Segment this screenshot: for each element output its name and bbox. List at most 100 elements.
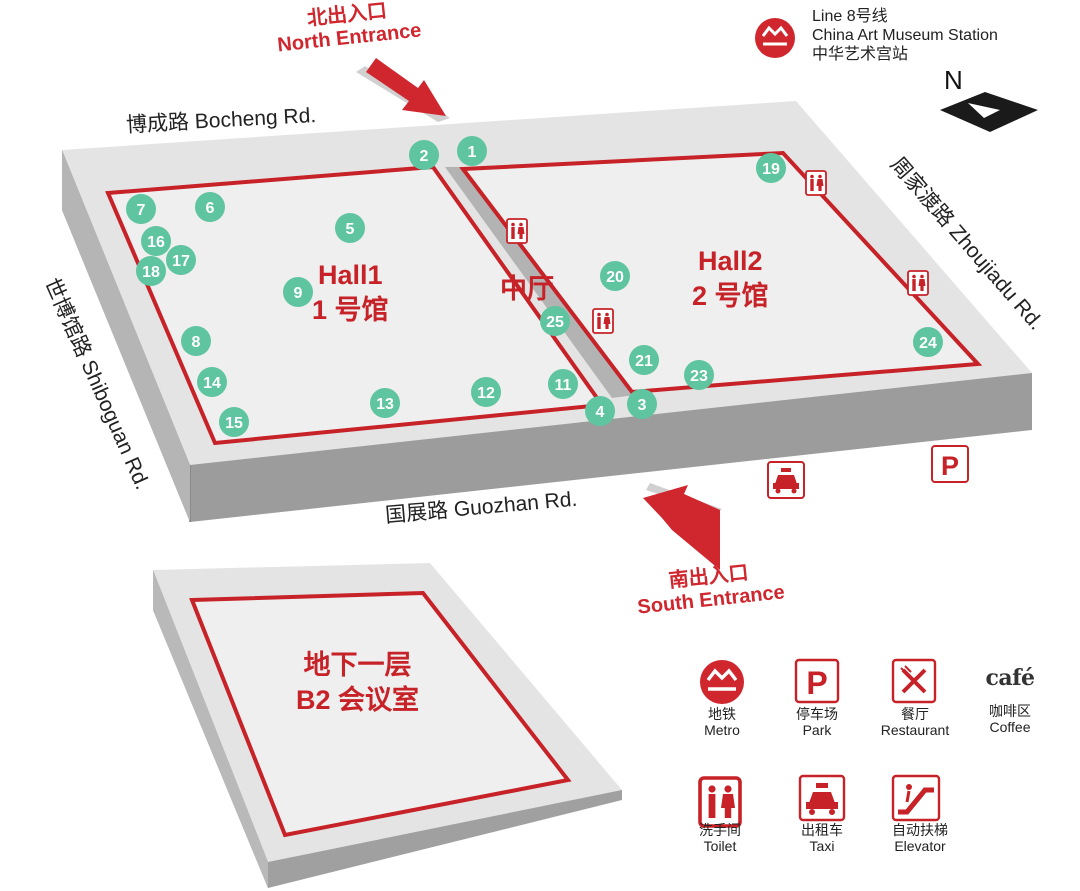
- location-marker-15[interactable]: 15: [219, 407, 249, 437]
- legend-coffee-en: Coffee: [989, 719, 1031, 736]
- marker-circle: [126, 194, 156, 224]
- location-marker-21[interactable]: 21: [629, 345, 659, 375]
- marker-circle: [219, 407, 249, 437]
- marker-number: 11: [555, 377, 572, 394]
- legend-elevator-cn: 自动扶梯: [892, 822, 948, 838]
- location-marker-25[interactable]: 25: [540, 306, 570, 336]
- location-marker-11[interactable]: 11: [548, 369, 578, 399]
- location-marker-7[interactable]: 7: [126, 194, 156, 224]
- location-marker-16[interactable]: 16: [141, 226, 171, 256]
- location-marker-8[interactable]: 8: [181, 326, 211, 356]
- toilet-icon: [805, 170, 827, 196]
- marker-circle: [141, 226, 171, 256]
- legend-elevator: 自动扶梯 Elevator: [865, 822, 975, 854]
- marker-circle: [684, 360, 714, 390]
- legend-toilet-cn: 洗手间: [699, 822, 741, 838]
- hall1-en: Hall1: [317, 260, 383, 290]
- location-marker-4[interactable]: 4: [585, 396, 615, 426]
- location-marker-14[interactable]: 14: [197, 367, 227, 397]
- legend-elevator-icon: [891, 774, 941, 822]
- legend-park-en: Park: [802, 722, 832, 739]
- marker-circle: [585, 396, 615, 426]
- legend-taxi-en: Taxi: [809, 838, 835, 855]
- legend-park-icon: P: [794, 658, 840, 704]
- marker-number: 19: [762, 161, 780, 178]
- legend-toilet-icon: [698, 776, 742, 828]
- basement-left-face: [153, 570, 268, 888]
- location-marker-12[interactable]: 12: [471, 377, 501, 407]
- legend-metro-en: Metro: [704, 722, 740, 739]
- location-marker-1[interactable]: 1: [457, 136, 487, 166]
- location-marker-5[interactable]: 5: [335, 213, 365, 243]
- station-info: Line 8号线 China Art Museum Station 中华艺术宫站: [812, 7, 998, 65]
- location-marker-3[interactable]: 3: [627, 389, 657, 419]
- basement-label: 地下一层 B2 会议室: [296, 648, 419, 718]
- legend-restaurant-icon: [891, 658, 937, 704]
- north-entrance-arrow: [356, 58, 450, 122]
- svg-text:P: P: [806, 665, 827, 701]
- location-marker-13[interactable]: 13: [370, 388, 400, 418]
- legend-taxi-icon: [798, 774, 846, 822]
- marker-number: 25: [546, 314, 564, 331]
- marker-number: 12: [477, 385, 495, 402]
- north-compass-icon: [940, 92, 1038, 132]
- divider-strip: [445, 167, 635, 398]
- marker-circle: [370, 388, 400, 418]
- marker-circle: [913, 327, 943, 357]
- location-marker-17[interactable]: 17: [166, 245, 196, 275]
- marker-circle: [409, 140, 439, 170]
- location-marker-18[interactable]: 18: [136, 256, 166, 286]
- metro-logo-icon: [755, 18, 795, 58]
- marker-number: 13: [376, 396, 394, 413]
- location-marker-20[interactable]: 20: [600, 261, 630, 291]
- marker-circle: [197, 367, 227, 397]
- marker-number: 16: [147, 234, 165, 251]
- toilet-icon: [506, 218, 528, 244]
- marker-number: 7: [137, 202, 146, 219]
- marker-circle: [181, 326, 211, 356]
- marker-number: 23: [690, 368, 708, 385]
- marker-circle: [548, 369, 578, 399]
- marker-number: 8: [192, 334, 201, 351]
- hall1-cn: 1 号馆: [312, 295, 389, 326]
- marker-circle: [540, 306, 570, 336]
- location-marker-23[interactable]: 23: [684, 360, 714, 390]
- marker-circle: [756, 153, 786, 183]
- location-marker-19[interactable]: 19: [756, 153, 786, 183]
- hall1-label: Hall1 1 号馆: [312, 258, 389, 328]
- marker-number: 3: [638, 397, 647, 414]
- taxi-icon: [767, 461, 805, 499]
- hall2-outline: [459, 150, 983, 395]
- marker-number: 14: [203, 375, 221, 392]
- marker-circle: [283, 277, 313, 307]
- marker-number: 21: [635, 353, 653, 370]
- location-marker-9[interactable]: 9: [283, 277, 313, 307]
- hall2-label: Hall2 2 号馆: [692, 244, 769, 314]
- marker-number: 5: [346, 221, 355, 238]
- marker-number: 4: [596, 404, 605, 421]
- marker-circle: [600, 261, 630, 291]
- svg-text:P: P: [941, 451, 959, 481]
- hall2-cn: 2 号馆: [692, 281, 769, 312]
- location-marker-2[interactable]: 2: [409, 140, 439, 170]
- marker-number: 2: [420, 148, 429, 165]
- compass-north-label: N: [944, 65, 963, 95]
- hall2-en: Hall2: [697, 246, 763, 276]
- marker-circle: [627, 389, 657, 419]
- location-marker-6[interactable]: 6: [195, 192, 225, 222]
- legend-taxi: 出租车 Taxi: [767, 822, 877, 854]
- legend-metro-cn: 地铁: [708, 706, 736, 722]
- legend-toilet: 洗手间 Toilet: [665, 822, 775, 854]
- marker-circle: [629, 345, 659, 375]
- legend-coffee-cn: 咖啡区: [989, 703, 1031, 720]
- marker-number: 20: [606, 269, 624, 286]
- toilet-icon: [907, 270, 929, 296]
- legend-restaurant-en: Restaurant: [880, 722, 950, 739]
- parking-icon: P: [931, 445, 969, 483]
- marker-circle: [166, 245, 196, 275]
- legend-metro: 地铁 Metro: [667, 706, 777, 738]
- station-name-en: China Art Museum Station: [812, 27, 998, 45]
- location-marker-24[interactable]: 24: [913, 327, 943, 357]
